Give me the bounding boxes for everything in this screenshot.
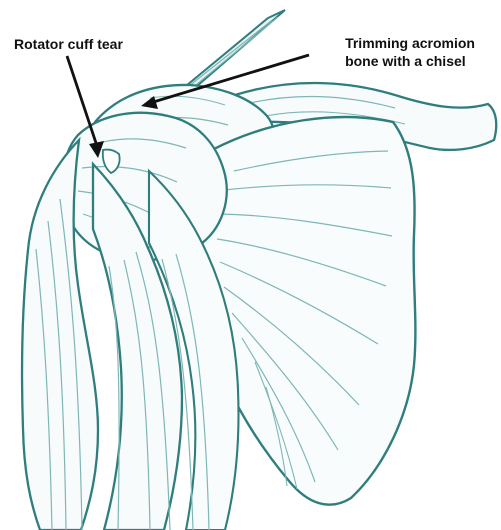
- acromion-label: Trimming acromion bone with a chisel: [345, 34, 475, 70]
- acromion-label-line-2: bone with a chisel: [345, 52, 475, 70]
- acromion-label-line-1: Trimming acromion: [345, 34, 475, 52]
- rotator-cuff-tear-label: Rotator cuff tear: [14, 35, 123, 53]
